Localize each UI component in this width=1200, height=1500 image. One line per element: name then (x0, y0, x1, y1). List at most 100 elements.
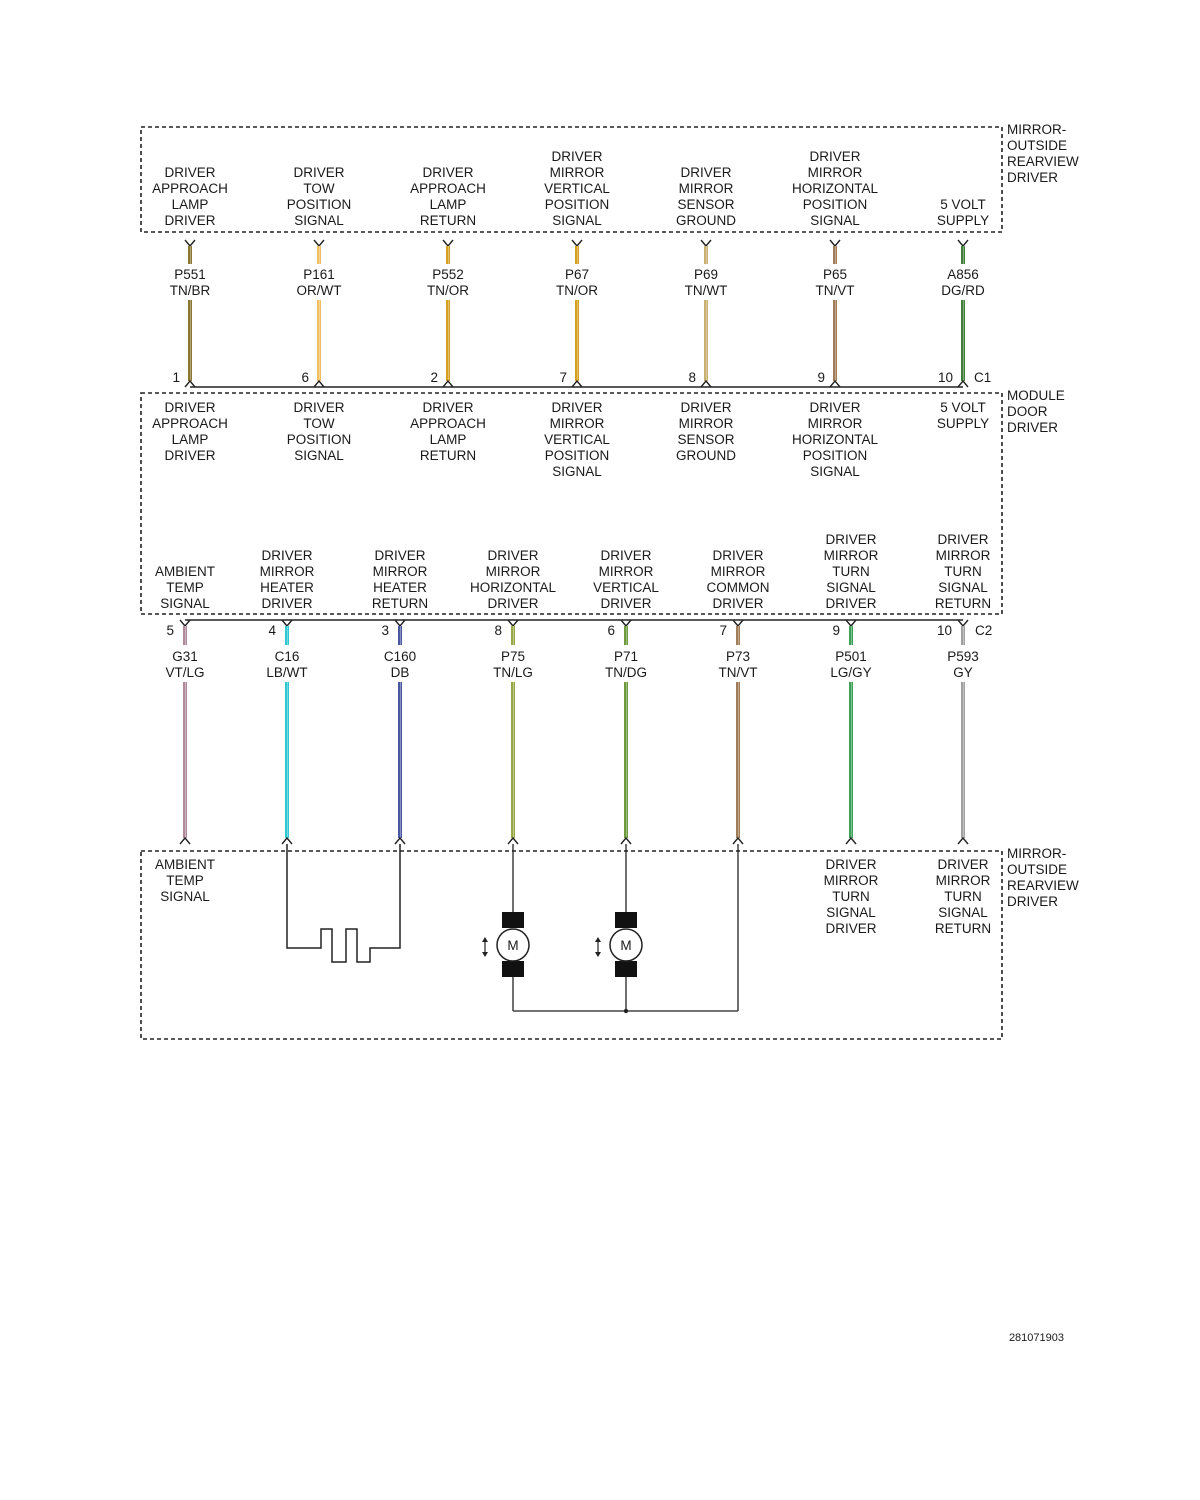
c2-wire (398, 682, 402, 838)
c2-wire-color: LG/GY (830, 665, 871, 680)
c1-module-pin-label-line: DRIVER (164, 400, 215, 415)
vertical-motor-body (609, 928, 643, 962)
c2-module-pin-label-line: DRIVER (937, 532, 988, 547)
c2-wire (511, 682, 515, 838)
c1-module-pin-label-line: DRIVER (422, 400, 473, 415)
vertical-motor-brush-top (615, 912, 637, 928)
c2-module-pin-label-line: MIRROR (599, 564, 654, 579)
c2-module-pin-label-line: RETURN (372, 596, 428, 611)
c2-module-pin-label-line: MIRROR (824, 548, 879, 563)
c2-mirror-pin-label-line: DRIVER (937, 857, 988, 872)
c2-module-pin-label-line: RETURN (935, 596, 991, 611)
c2-wire-stub (961, 626, 965, 645)
c2-module-pin-label-line: VERTICAL (593, 580, 659, 595)
c2-module-pin-label-line: MIRROR (260, 564, 315, 579)
c2-wire-stub (624, 626, 628, 645)
connector-terminal (442, 239, 454, 248)
c1-pin-number: 7 (559, 370, 567, 385)
c1-module-pin-label-line: HORIZONTAL (792, 432, 878, 447)
connector-pin-terminal (179, 619, 191, 628)
c2-module-pin-label-line: TURN (944, 564, 982, 579)
c1-wire (446, 300, 450, 381)
c2-wire-color: GY (953, 665, 973, 680)
c2-module-pin-label-line: DRIVER (374, 548, 425, 563)
horizontal-motor-brush-bottom (502, 961, 524, 977)
c1-module-pin-label-line: TOW (303, 416, 335, 431)
c2-mirror-pin-label-line: TURN (832, 889, 870, 904)
c2-module-pin-label-line: MIRROR (486, 564, 541, 579)
wires (179, 239, 969, 845)
c1-mirror-pin-label-line: POSITION (803, 197, 868, 212)
c2-module-pin-label-line: SIGNAL (826, 580, 876, 595)
c2-wire-code: P73 (726, 649, 750, 664)
c2-wire-stub (736, 626, 740, 645)
c1-module-pin-label-line: LAMP (172, 432, 209, 447)
c2-module-pin-label-line: HEATER (373, 580, 427, 595)
horizontal-motor-brush-top (502, 912, 524, 928)
c1-module-pin-label-line: POSITION (803, 448, 868, 463)
c2-module-pin-label-line: DRIVER (261, 596, 312, 611)
connector-terminal (571, 239, 583, 248)
c2-wire-code: P593 (947, 649, 979, 664)
connector-pin-terminal (313, 379, 325, 388)
c1-wire-code: P551 (174, 267, 206, 282)
c2-wire-stub (183, 626, 187, 645)
c1-mirror-pin-label-line: 5 VOLT (940, 197, 986, 212)
c1-module-pin-label-line: SIGNAL (294, 448, 344, 463)
connector-pin-terminal (732, 619, 744, 628)
c2-mirror-pin-label-line: RETURN (935, 921, 991, 936)
c2-wire-code: C160 (384, 649, 416, 664)
connector-pin-terminal (442, 379, 454, 388)
c2-pin-number: 4 (268, 623, 276, 638)
c1-connector-name: C1 (974, 370, 991, 385)
c1-module-pin-label-line: MIRROR (550, 416, 605, 431)
component-name-mirror-bottom-line: MIRROR- (1007, 846, 1066, 861)
c1-module-pin-label-line: SIGNAL (810, 464, 860, 479)
c1-mirror-pin-label-line: MIRROR (550, 165, 605, 180)
horizontal-motor-body (496, 928, 530, 962)
c2-wire-color: VT/LG (165, 665, 204, 680)
c1-module-pin-label-line: MIRROR (679, 416, 734, 431)
c1-mirror-pin-label-line: GROUND (676, 213, 736, 228)
c2-wire-color: TN/LG (493, 665, 533, 680)
module-door-driver-box (140, 392, 1003, 615)
c1-pin-number: 8 (688, 370, 696, 385)
c2-mirror-pin-label-line: TURN (944, 889, 982, 904)
c2-pin-number: 7 (719, 623, 727, 638)
mirror-outside-rearview-driver-bottom-box (140, 850, 1003, 1040)
c2-module-pin-label-line: HEATER (260, 580, 314, 595)
c1-mirror-pin-label-line: POSITION (545, 197, 610, 212)
c2-wire-color: TN/VT (719, 665, 758, 680)
c2-wire (624, 682, 628, 838)
splice-dot (623, 1008, 629, 1014)
c1-wire-stub (961, 246, 965, 264)
c2-mirror-pin-label-line: MIRROR (824, 873, 879, 888)
c1-module-pin-label-line: MIRROR (808, 416, 863, 431)
c2-pin-number: 5 (166, 623, 174, 638)
c1-wire (575, 300, 579, 381)
c1-wire-stub (188, 246, 192, 264)
c1-pin-number: 1 (172, 370, 180, 385)
c1-mirror-pin-label-line: LAMP (430, 197, 467, 212)
connector-terminal (394, 836, 406, 845)
c2-wire-stub (285, 626, 289, 645)
c2-wire-code: P501 (835, 649, 867, 664)
c2-pin-number: 6 (607, 623, 615, 638)
c1-wire (317, 300, 321, 381)
connector-terminal (507, 836, 519, 845)
c1-mirror-pin-label-line: DRIVER (809, 149, 860, 164)
component-name-mirror-bottom-line: DRIVER (1007, 894, 1058, 909)
c2-module-pin-label-line: DRIVER (261, 548, 312, 563)
c2-mirror-pin-label-line: SIGNAL (938, 905, 988, 920)
c1-pin-number: 6 (301, 370, 309, 385)
c1-mirror-pin-label-line: RETURN (420, 213, 476, 228)
component-name-module-line: MODULE (1007, 388, 1065, 403)
c1-module-pin-label-line: DRIVER (551, 400, 602, 415)
c1-mirror-pin-label-line: DRIVER (422, 165, 473, 180)
connector-pin-terminal (281, 619, 293, 628)
connector-terminal (957, 239, 969, 248)
c1-module-pin-label-line: APPROACH (152, 416, 228, 431)
labels: MIRROR-OUTSIDEREARVIEWDRIVERMODULEDOORDR… (152, 122, 1079, 1344)
